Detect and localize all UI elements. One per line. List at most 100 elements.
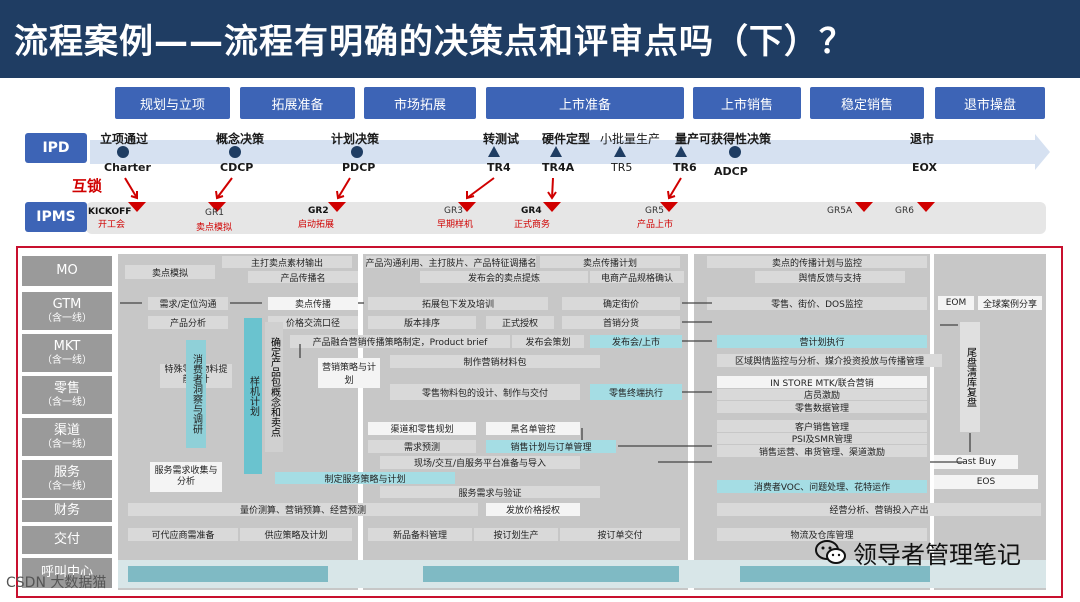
- interlock-arrow-4-head: [466, 191, 475, 200]
- box-channel-blacklist: 黑名单管控: [486, 422, 580, 435]
- gate-code-kickoff: KICKOFF: [88, 207, 132, 217]
- phase-prep[interactable]: 拓展准备: [240, 87, 355, 119]
- box-service-demand: 服务需求收集与分析: [150, 462, 222, 492]
- column-bg-4: [934, 254, 1046, 590]
- corner-watermark: CSDN 大数据猫: [6, 575, 107, 591]
- box-gtm-product-analysis: 产品分析: [148, 316, 228, 329]
- gate-sub-gr4: 正式商务: [514, 220, 551, 230]
- tr4-marker: [488, 146, 500, 157]
- milestone-label-pdcp: 计划决策: [331, 132, 380, 146]
- box-gtm-spread: 卖点传播: [268, 297, 358, 310]
- row-name-call-center: 呼叫中心: [40, 564, 93, 580]
- row-name-mkt: MKT: [53, 338, 81, 354]
- box-channel-customer: 客户销售管理: [717, 420, 927, 432]
- box-finance-budget: 量价测算、营销预算、经营预测: [128, 503, 478, 516]
- box-retail-material-pack: 零售物料包的设计、制作与交付: [390, 384, 580, 400]
- milestone-label-tr4: 转测试: [483, 132, 520, 146]
- box-delivery-produce: 按订划生产: [474, 528, 558, 541]
- row-tag-service: 服务（含一线）: [22, 460, 112, 498]
- box-delivery-new-material: 新品备料管理: [368, 528, 472, 541]
- milestone-code-cdcp: CDCP: [220, 161, 254, 174]
- phase-planning[interactable]: 规划与立项: [115, 87, 230, 119]
- gate-code-gr4: GR4: [521, 206, 542, 216]
- ipms-lane: [86, 177, 1046, 234]
- interlock-arrow-1: [124, 177, 138, 199]
- ipd-timeline: [90, 134, 1050, 170]
- box-channel-planning: 渠道和零售规划: [368, 422, 476, 435]
- gate-gr3: [458, 202, 476, 212]
- box-gtm-training: 拓展包下发及培训: [368, 297, 548, 310]
- box-channel-forecast: 需求预测: [368, 440, 476, 453]
- box-mo-key-material: 主打卖点素材输出: [222, 256, 352, 268]
- interlock-arrow-3: [337, 177, 351, 199]
- milestone-code-adcp: ADCP: [714, 165, 748, 178]
- box-gtm-authorize: 正式授权: [486, 316, 554, 329]
- watermark-text: 领导者管理笔记: [853, 541, 1021, 569]
- box-retail-terminal: 零售终端执行: [590, 384, 682, 400]
- vbar-prototype-plan: 样机计划: [244, 318, 262, 474]
- milestone-code-pdcp: PDCP: [342, 161, 376, 174]
- box-mo-spread-plan: 卖点传播计划: [540, 256, 680, 268]
- box-mkt-sentiment: 区域舆情监控与分析、媒介投资投放与传播管理: [717, 354, 942, 367]
- row-name-finance: 财务: [53, 502, 80, 518]
- row-name-mo: MO: [56, 262, 78, 278]
- row-tag-finance: 财务: [22, 500, 112, 522]
- row-tag-channel: 渠道（含一线）: [22, 418, 112, 456]
- pdcp-dot: [351, 146, 363, 158]
- row-sub-mkt: （含一线）: [42, 354, 92, 366]
- row-tag-mkt: MKT（含一线）: [22, 334, 112, 372]
- milestone-code-eox: EOX: [912, 161, 937, 174]
- row-name-gtm: GTM: [52, 296, 82, 312]
- adcp-dot: [729, 146, 741, 158]
- box-service-verify: 服务需求与验证: [380, 486, 600, 498]
- box-retail-instore: IN STORE MTK/联合营销: [717, 376, 927, 388]
- box-retail-data: 零售数据管理: [717, 401, 927, 413]
- interlock-arrow-3-head: [336, 190, 345, 200]
- milestone-code-tr6: TR6: [673, 161, 697, 174]
- gate-sub-gr1: 卖点模拟: [196, 223, 233, 233]
- box-mo-product-name: 产品传播名: [248, 271, 358, 283]
- gate-sub-gr3: 早期样机: [437, 220, 474, 230]
- milestone-code-tr4a: TR4A: [542, 161, 575, 174]
- row-name-channel: 渠道: [53, 422, 80, 438]
- box-mkt-strategy: 营销策略与计划: [318, 358, 380, 388]
- milestone-label-charter: 立项通过: [100, 132, 149, 146]
- row-tag-retail: 零售（含一线）: [22, 376, 112, 414]
- box-channel-ops: 销售运营、串货管理、渠道激励: [717, 445, 927, 457]
- milestone-label-cdcp: 概念决策: [216, 132, 265, 146]
- gate-gr6: [917, 202, 935, 212]
- wechat-watermark: 领导者管理笔记: [815, 535, 1021, 570]
- box-mkt-material: 制作营销材料包: [390, 355, 600, 368]
- milestone-label-eox: 退市: [910, 132, 935, 146]
- box-mo-feedback: 舆情反馈与支持: [755, 271, 905, 283]
- box-mo-product-comm: 产品沟通利用、主打肢片、产品特征调播名: [366, 256, 536, 268]
- row-tag-delivery: 交付: [22, 526, 112, 554]
- row-sub-service: （含一线）: [42, 480, 92, 492]
- box-finance-price-auth: 发放价格授权: [486, 503, 580, 516]
- vtext-eol-review: 尾盘清库复盘: [960, 322, 980, 432]
- phase-launch-prep[interactable]: 上市准备: [486, 87, 684, 119]
- interlock-arrow-2: [216, 177, 233, 199]
- row-sub-gtm: （含一线）: [42, 312, 92, 324]
- box-gtm-dos: 零售、街价、DOS监控: [707, 297, 927, 310]
- phase-stable-sales[interactable]: 稳定销售: [810, 87, 924, 119]
- box-retail-incentive: 店员激励: [717, 389, 927, 400]
- gate-sub-gr5: 产品上市: [637, 220, 674, 230]
- tr6-marker: [675, 146, 687, 157]
- gate-code-gr2: GR2: [308, 206, 329, 216]
- phase-market-expansion[interactable]: 市场拓展: [364, 87, 476, 119]
- gate-code-gr3: GR3: [444, 206, 463, 216]
- gate-sub-gr2: 启动拓展: [298, 220, 335, 230]
- milestone-label-tr5: 小批量生产: [600, 132, 661, 146]
- box-gtm-global-case: 全球案例分享: [978, 296, 1042, 310]
- page-title: 流程案例——流程有明确的决策点和评审点吗（下）？: [14, 22, 854, 62]
- charter-dot: [117, 146, 129, 158]
- gate-code-gr6: GR6: [895, 206, 914, 216]
- box-service-strategy: 制定服务策略与计划: [275, 472, 455, 484]
- phase-launch-sales[interactable]: 上市销售: [693, 87, 801, 119]
- box-gtm-street-price: 确定街价: [562, 297, 680, 310]
- gate-gr5: [660, 202, 678, 212]
- interlock-arrow-6-head: [667, 190, 676, 200]
- phase-exit[interactable]: 退市操盘: [935, 87, 1045, 119]
- call-center-bar-2: [423, 566, 679, 582]
